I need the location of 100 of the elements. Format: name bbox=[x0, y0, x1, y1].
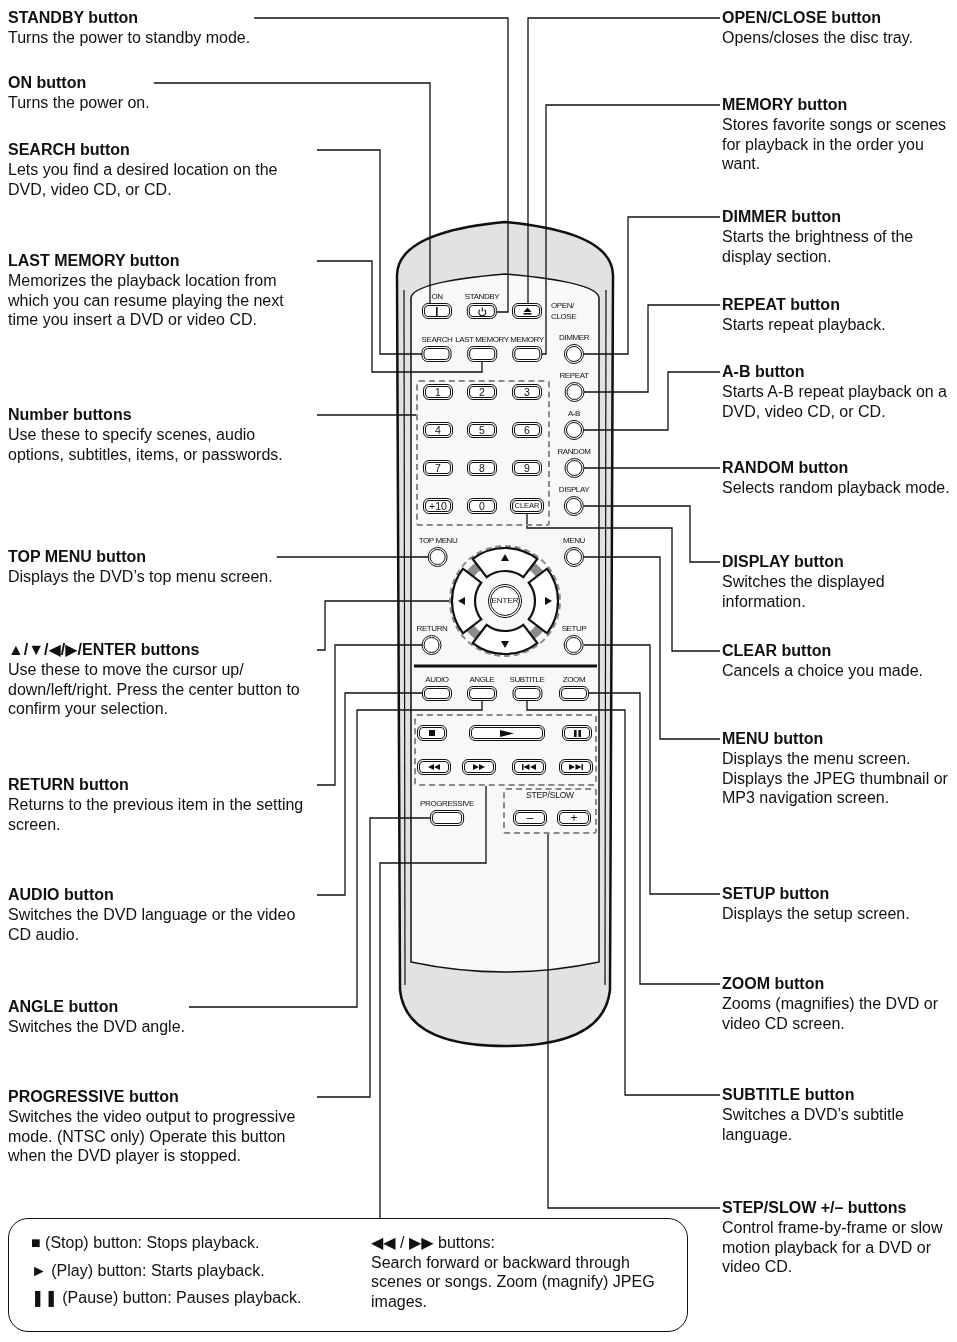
button-label: A-B bbox=[567, 408, 581, 419]
remote-button: 0 bbox=[467, 498, 497, 514]
callout-text: Control frame-by-frame or slow motion playback for a DVD or video CD. bbox=[722, 1218, 944, 1277]
leader-line bbox=[583, 304, 721, 393]
remote-button: 9 bbox=[512, 460, 542, 476]
callout-heading: RETURN button bbox=[8, 775, 130, 795]
button-label: RETURN bbox=[416, 623, 448, 634]
callout-text: Switches the video output to progressive mode. (NTSC only) Operate this button when the DVD player is stopped. bbox=[8, 1107, 297, 1166]
leader-line bbox=[583, 216, 721, 355]
leader-line bbox=[379, 785, 487, 1219]
remote-button: +10 bbox=[423, 498, 453, 514]
callout-text: Selects random playback mode. bbox=[722, 478, 950, 498]
callout-heading: AUDIO button bbox=[8, 885, 115, 905]
button-label: TOP MENU bbox=[418, 535, 458, 546]
callout-text: Turns the power on. bbox=[8, 93, 150, 113]
button-group-outline bbox=[416, 380, 550, 526]
remote-button: 1 bbox=[423, 384, 453, 400]
callout-heading: TOP MENU button bbox=[8, 547, 148, 567]
callout-heading: STEP/SLOW +/– buttons bbox=[722, 1198, 908, 1218]
remote-button: 6 bbox=[512, 422, 542, 438]
remote-button: – bbox=[513, 810, 547, 826]
note-box bbox=[8, 1218, 688, 1332]
leader-line bbox=[316, 644, 423, 786]
group-label: STEP/SLOW bbox=[525, 790, 575, 801]
callout-text: Returns to the previous item in the setting screen. bbox=[8, 795, 305, 834]
button-label: SETUP bbox=[561, 623, 587, 634]
callout-text: Turns the power to standby mode. bbox=[8, 28, 251, 48]
note-text: ► (Play) button: Starts playback. bbox=[31, 1260, 266, 1280]
callout-text: Starts A-B repeat playback on a DVD, video CD, or CD. bbox=[722, 382, 948, 421]
callout-text: Opens/closes the disc tray. bbox=[722, 28, 913, 48]
button-group-outline bbox=[503, 788, 597, 834]
leader-line bbox=[583, 505, 721, 563]
callout-text: Cancels a choice you made. bbox=[722, 661, 923, 681]
callout-text: Starts the brightness of the display section. bbox=[722, 227, 915, 266]
callout-heading: SETUP button bbox=[722, 884, 831, 904]
leader-line bbox=[316, 692, 423, 896]
note-text: ❚❚ (Pause) button: Pauses playback. bbox=[31, 1288, 303, 1308]
callout-heading: Number buttons bbox=[8, 405, 133, 425]
note-text: ◀◀ / ▶▶ buttons: bbox=[371, 1233, 496, 1253]
leader-line bbox=[316, 260, 483, 373]
button-label: PROGRESSIVE bbox=[420, 798, 474, 809]
remote-button: 8 bbox=[467, 460, 497, 476]
leader-line bbox=[153, 82, 431, 304]
leader-line bbox=[253, 17, 509, 313]
callout-heading: ON button bbox=[8, 73, 88, 93]
leader-line bbox=[527, 17, 721, 304]
button-label: ON bbox=[431, 291, 443, 302]
leader-line bbox=[276, 556, 429, 558]
callout-text: Switches the displayed information. bbox=[722, 572, 886, 611]
callout-heading: DISPLAY button bbox=[722, 552, 845, 572]
remote-button: 7 bbox=[423, 460, 453, 476]
callout-text: Displays the menu screen. Displays the JPEG thumbnail or MP3 navigation screen. bbox=[722, 749, 949, 808]
button-label: LAST MEMORY bbox=[455, 334, 509, 345]
button-label: OPEN/ CLOSE bbox=[551, 300, 578, 322]
button-label: SEARCH bbox=[421, 334, 453, 345]
button-label: MEMORY bbox=[510, 334, 544, 345]
button-label: ZOOM bbox=[562, 673, 586, 685]
leader-line bbox=[583, 644, 721, 895]
note-text: ■ (Stop) button: Stops playback. bbox=[31, 1233, 261, 1253]
button-label: ANGLE bbox=[469, 673, 495, 685]
remote-button: 5 bbox=[467, 422, 497, 438]
leader-line bbox=[583, 556, 721, 740]
callout-heading: A-B button bbox=[722, 362, 806, 382]
leader-line bbox=[316, 817, 431, 1098]
leader-line bbox=[526, 699, 721, 1096]
remote-button: + bbox=[557, 810, 591, 826]
callout-heading: MEMORY button bbox=[722, 95, 849, 115]
leader-line bbox=[316, 149, 423, 355]
callout-text: Switches the DVD angle. bbox=[8, 1017, 185, 1037]
callout-heading: DIMMER button bbox=[722, 207, 843, 227]
callout-heading: SEARCH button bbox=[8, 140, 131, 160]
button-label: AUDIO bbox=[425, 673, 449, 685]
callout-heading: REPEAT button bbox=[722, 295, 841, 315]
callout-heading: OPEN/CLOSE button bbox=[722, 8, 883, 28]
callout-text: Displays the DVD’s top menu screen. bbox=[8, 567, 273, 587]
leader-line bbox=[316, 414, 417, 416]
leader-line bbox=[588, 692, 721, 985]
callout-text: Stores favorite songs or scenes for playback in the order you want. bbox=[722, 115, 948, 174]
callout-heading: ▲/▼/◀/▶/ENTER buttons bbox=[8, 640, 201, 660]
callout-heading: MENU button bbox=[722, 729, 825, 749]
remote-button: 2 bbox=[467, 384, 497, 400]
note-text: Search forward or backward through scenes or songs. Zoom (magnify) JPEG images. bbox=[371, 1252, 656, 1311]
callout-heading: RANDOM button bbox=[722, 458, 850, 478]
callout-heading: SUBTITLE button bbox=[722, 1085, 856, 1105]
callout-text: Starts repeat playback. bbox=[722, 315, 886, 335]
button-label: SUBTITLE bbox=[509, 673, 545, 685]
button-label: MENU bbox=[563, 535, 585, 546]
leader-line bbox=[583, 371, 721, 431]
button-label: DIMMER bbox=[559, 332, 589, 343]
leader-line bbox=[583, 467, 721, 469]
leader-line bbox=[316, 600, 450, 651]
callout-text: Displays the setup screen. bbox=[722, 904, 910, 924]
button-label: STANDBY bbox=[464, 291, 500, 302]
remote-button: 3 bbox=[512, 384, 542, 400]
leader-line bbox=[188, 699, 483, 1008]
button-group-outline bbox=[414, 714, 597, 786]
button-label: REPEAT bbox=[559, 370, 589, 381]
callout-text: Switches the DVD language or the video CD audio. bbox=[8, 905, 297, 944]
remote-button: 4 bbox=[423, 422, 453, 438]
callout-heading: STANDBY button bbox=[8, 8, 140, 28]
